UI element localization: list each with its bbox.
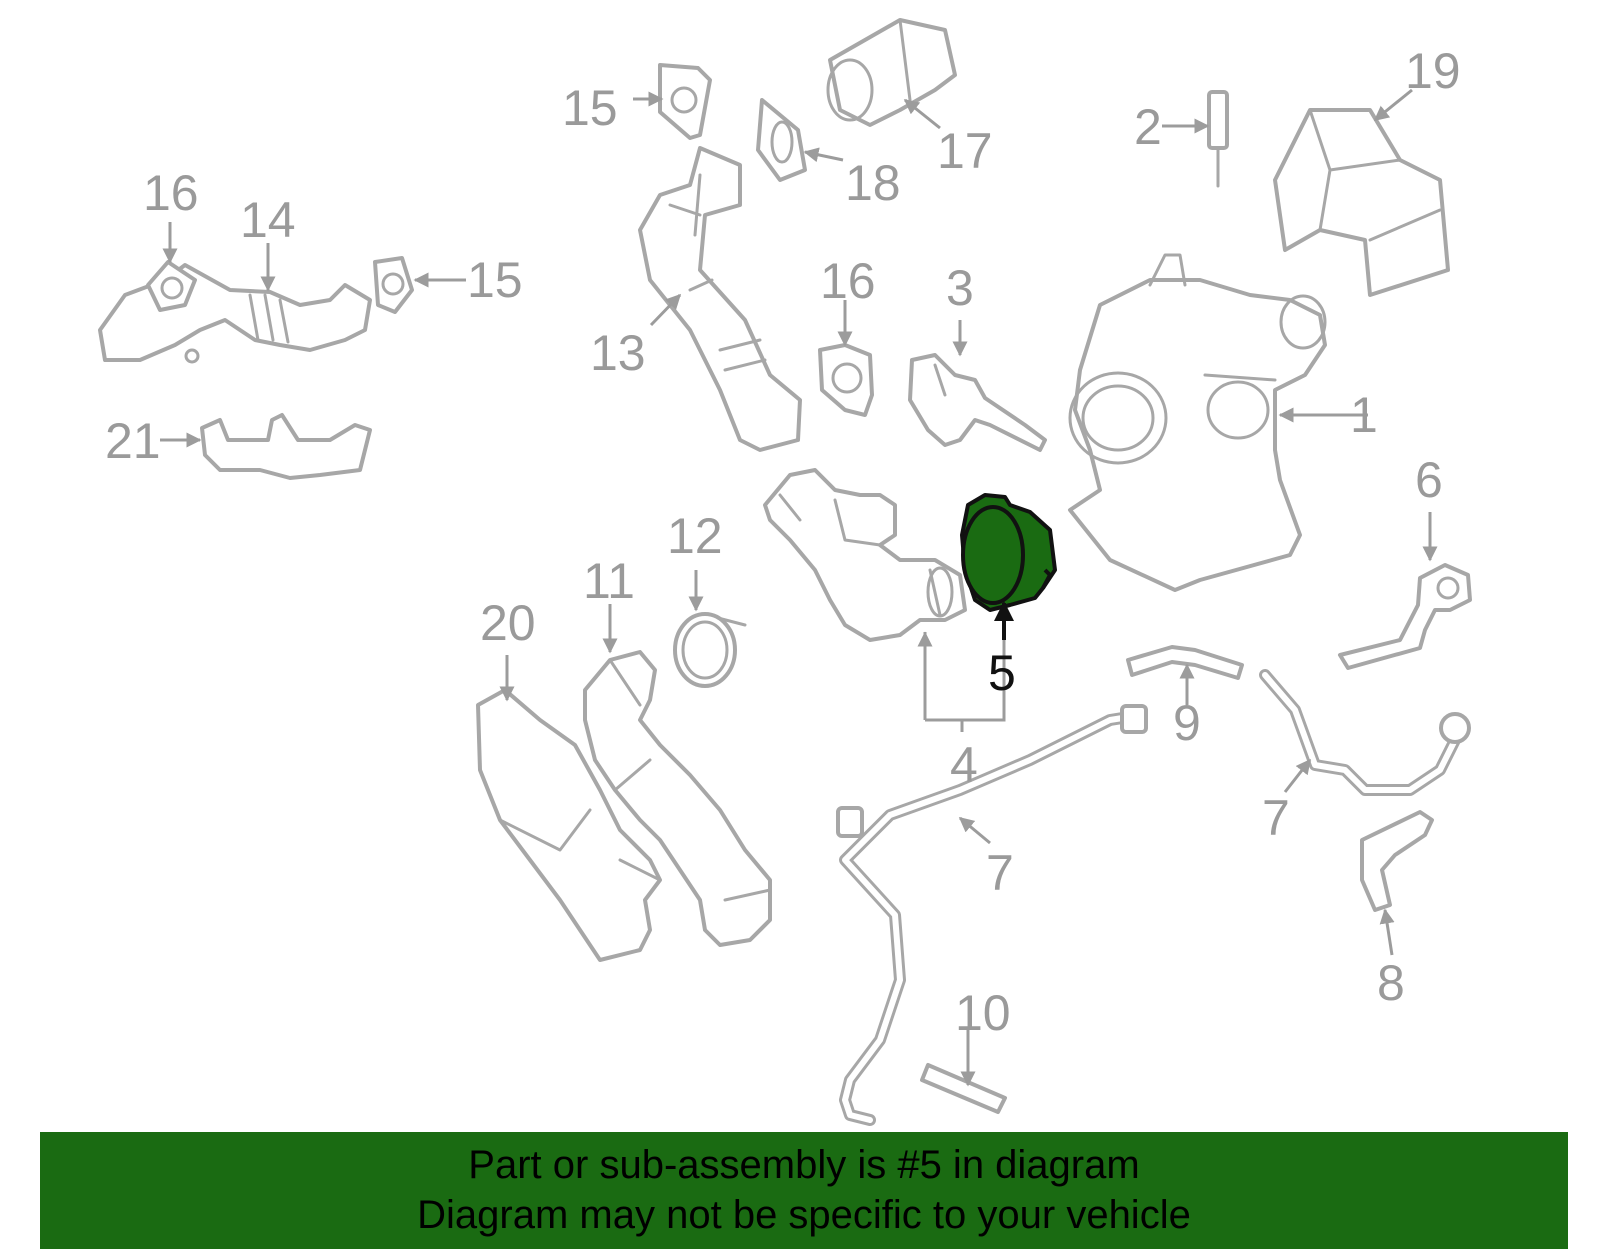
part-15-gasket-top: [658, 63, 712, 140]
part-21-bracket: [200, 413, 372, 480]
part-18-gasket: [756, 98, 807, 182]
label-part-4: 4: [950, 737, 978, 793]
part-16-gasket-middle: [818, 343, 874, 417]
label-part-7-right: 7: [1262, 790, 1290, 846]
part-7-coolant-line-long: [836, 704, 1148, 1126]
label-part-15-right: 15: [467, 252, 523, 308]
label-part-13: 13: [590, 325, 646, 381]
info-banner: Part or sub-assembly is #5 in diagram Di…: [40, 1132, 1568, 1249]
part-5-seal-highlighted: [960, 493, 1057, 612]
part-4-intake-tube: [763, 468, 967, 642]
part-labels: 1 2 3 4 5 6 7 7 8 9 10 11 12 13 14 15 15…: [105, 43, 1461, 1041]
label-part-19: 19: [1405, 43, 1461, 99]
part-7-coolant-line-right: [1259, 669, 1471, 796]
part-16-gasket-left: [146, 260, 197, 312]
label-part-8: 8: [1377, 955, 1405, 1011]
part-10-tube: [920, 1063, 1007, 1114]
label-part-3: 3: [946, 260, 974, 316]
banner-line-part-info: Part or sub-assembly is #5 in diagram: [468, 1143, 1140, 1187]
label-part-10: 10: [955, 985, 1011, 1041]
label-part-9: 9: [1173, 695, 1201, 751]
part-2-sensor: [1207, 90, 1229, 188]
label-part-12: 12: [667, 508, 723, 564]
part-15-gasket-right: [373, 256, 414, 314]
label-part-1: 1: [1350, 387, 1378, 443]
label-part-7-center: 7: [986, 845, 1014, 901]
part-14-crossover-pipe: [98, 263, 372, 364]
label-part-11: 11: [583, 553, 635, 609]
part-8-hose: [1360, 810, 1434, 912]
part-1-turbocharger: [1068, 253, 1327, 592]
part-11-charge-pipe: [583, 650, 772, 947]
part-17-egr-tube: [826, 18, 957, 127]
part-20-heat-shield: [476, 688, 662, 962]
banner-line-disclaimer: Diagram may not be specific to your vehi…: [417, 1193, 1191, 1237]
label-part-2: 2: [1134, 99, 1162, 155]
label-part-6: 6: [1415, 452, 1443, 508]
part-6-fitting: [1338, 563, 1472, 670]
part-13-egr-pipe: [638, 146, 802, 452]
label-part-17: 17: [937, 123, 993, 179]
part-9-hose: [1126, 645, 1244, 680]
label-part-21: 21: [105, 413, 161, 469]
leader-lines: [160, 88, 1438, 1087]
label-part-14: 14: [240, 192, 296, 248]
label-part-16-left: 16: [143, 165, 199, 221]
part-12-clamp: [673, 612, 747, 688]
part-19-heat-shield: [1273, 108, 1450, 297]
label-part-16-middle: 16: [820, 253, 876, 309]
part-3-sensor: [908, 353, 1047, 452]
label-part-15-top: 15: [562, 80, 618, 136]
label-part-18: 18: [845, 155, 901, 211]
label-part-20: 20: [480, 595, 536, 651]
label-part-5: 5: [988, 645, 1016, 701]
